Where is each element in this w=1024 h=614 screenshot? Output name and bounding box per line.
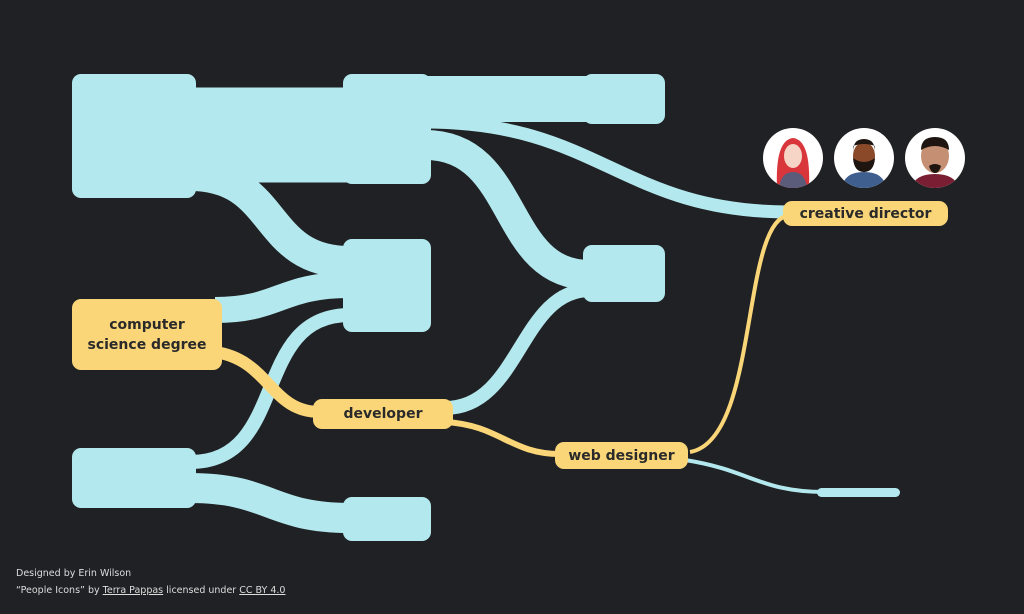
node-a: [72, 74, 196, 198]
author-link[interactable]: Terra Pappas: [102, 585, 164, 596]
flow-cs-developer: [213, 346, 321, 418]
goatee-man-avatar: [905, 128, 965, 188]
node-creative-director: creative director: [799, 205, 932, 222]
icons-credit: “People Icons” by Terra Pappas licensed …: [16, 585, 285, 596]
node-e: [583, 74, 665, 124]
node-web-designer: web designer: [568, 447, 675, 464]
flow-cs-c: [214, 272, 351, 323]
flow-developer-d: [444, 283, 591, 415]
bearded-man-avatar: [834, 128, 894, 188]
flow-developer-webdesigner: [444, 419, 561, 457]
flow-a-c: [189, 159, 351, 278]
designer-credit: Designed by Erin Wilson: [16, 568, 132, 579]
flow-f-g: [189, 473, 351, 533]
flow-b-d: [424, 130, 591, 290]
node-cs-degree: computer science degree: [87, 316, 207, 353]
credit-middle: licensed under: [166, 585, 237, 596]
node-developer: developer: [343, 406, 423, 422]
flow-webdesigner-end: [684, 458, 826, 494]
license-link[interactable]: CC BY 4.0: [239, 585, 286, 596]
flow-b-creative-director: [424, 115, 791, 219]
node-d: [583, 245, 665, 302]
node-end: [817, 488, 900, 497]
credit-prefix: “People Icons” by: [16, 585, 100, 596]
node-b: [343, 74, 431, 184]
node-f: [72, 448, 196, 508]
woman-red-hair-avatar: [763, 128, 823, 188]
node-g: [343, 497, 431, 541]
node-c: [343, 239, 431, 332]
flow-webdesigner-creative: [689, 213, 791, 454]
